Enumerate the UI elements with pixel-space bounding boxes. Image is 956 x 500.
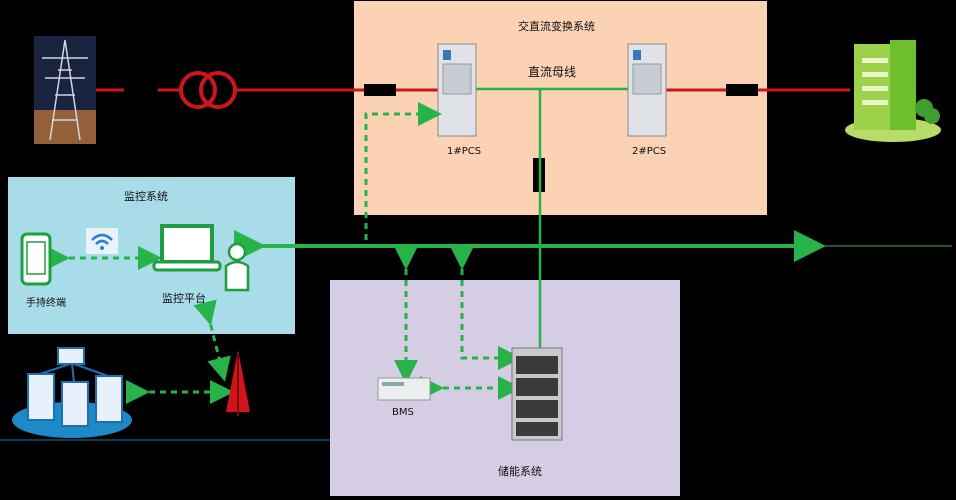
pcs2-label: 2#PCS bbox=[632, 146, 667, 157]
comm-links bbox=[46, 102, 522, 404]
pcs-cabinet-icon bbox=[627, 43, 667, 137]
server-cluster-icon bbox=[0, 347, 330, 441]
person-icon bbox=[224, 242, 250, 292]
transmission-tower-icon bbox=[34, 36, 96, 144]
building-icon bbox=[845, 40, 941, 142]
handheld-terminal-label: 手持终端 bbox=[26, 298, 66, 309]
pcs1-label: 1#PCS bbox=[447, 146, 482, 157]
transformer-icon bbox=[179, 71, 237, 109]
smartphone-icon bbox=[20, 232, 52, 286]
monitoring-platform-label: 监控平台 bbox=[162, 292, 206, 305]
pcs-cabinet-icon bbox=[437, 43, 477, 137]
dc-bus-label: 直流母线 bbox=[528, 65, 577, 79]
ac-dc-system-title: 交直流变换系统 bbox=[518, 20, 595, 33]
bms-device-icon bbox=[377, 377, 431, 401]
antenna-icon bbox=[226, 350, 250, 416]
breaker-icon bbox=[726, 84, 758, 96]
breaker-icon bbox=[364, 84, 396, 96]
bms-label: BMS bbox=[392, 407, 414, 418]
dc-bus-line bbox=[476, 87, 630, 360]
battery-rack-icon bbox=[511, 347, 563, 441]
monitoring-system-title: 监控系统 bbox=[124, 190, 168, 203]
storage-system-title: 储能系统 bbox=[498, 465, 542, 478]
laptop-icon bbox=[152, 224, 222, 272]
wifi-icon bbox=[86, 228, 118, 254]
